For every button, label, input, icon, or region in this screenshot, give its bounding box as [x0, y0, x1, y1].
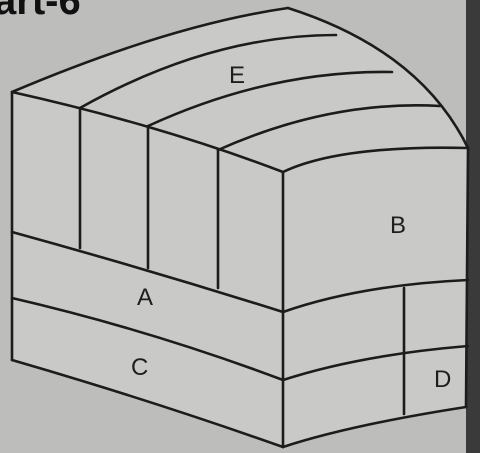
heading-fragment: art-6 [0, 0, 81, 23]
label-e: E [229, 62, 245, 89]
right-face [283, 148, 468, 447]
label-a: A [137, 284, 153, 311]
label-d: D [434, 366, 451, 393]
label-b: B [390, 212, 406, 239]
label-c: C [131, 354, 148, 381]
